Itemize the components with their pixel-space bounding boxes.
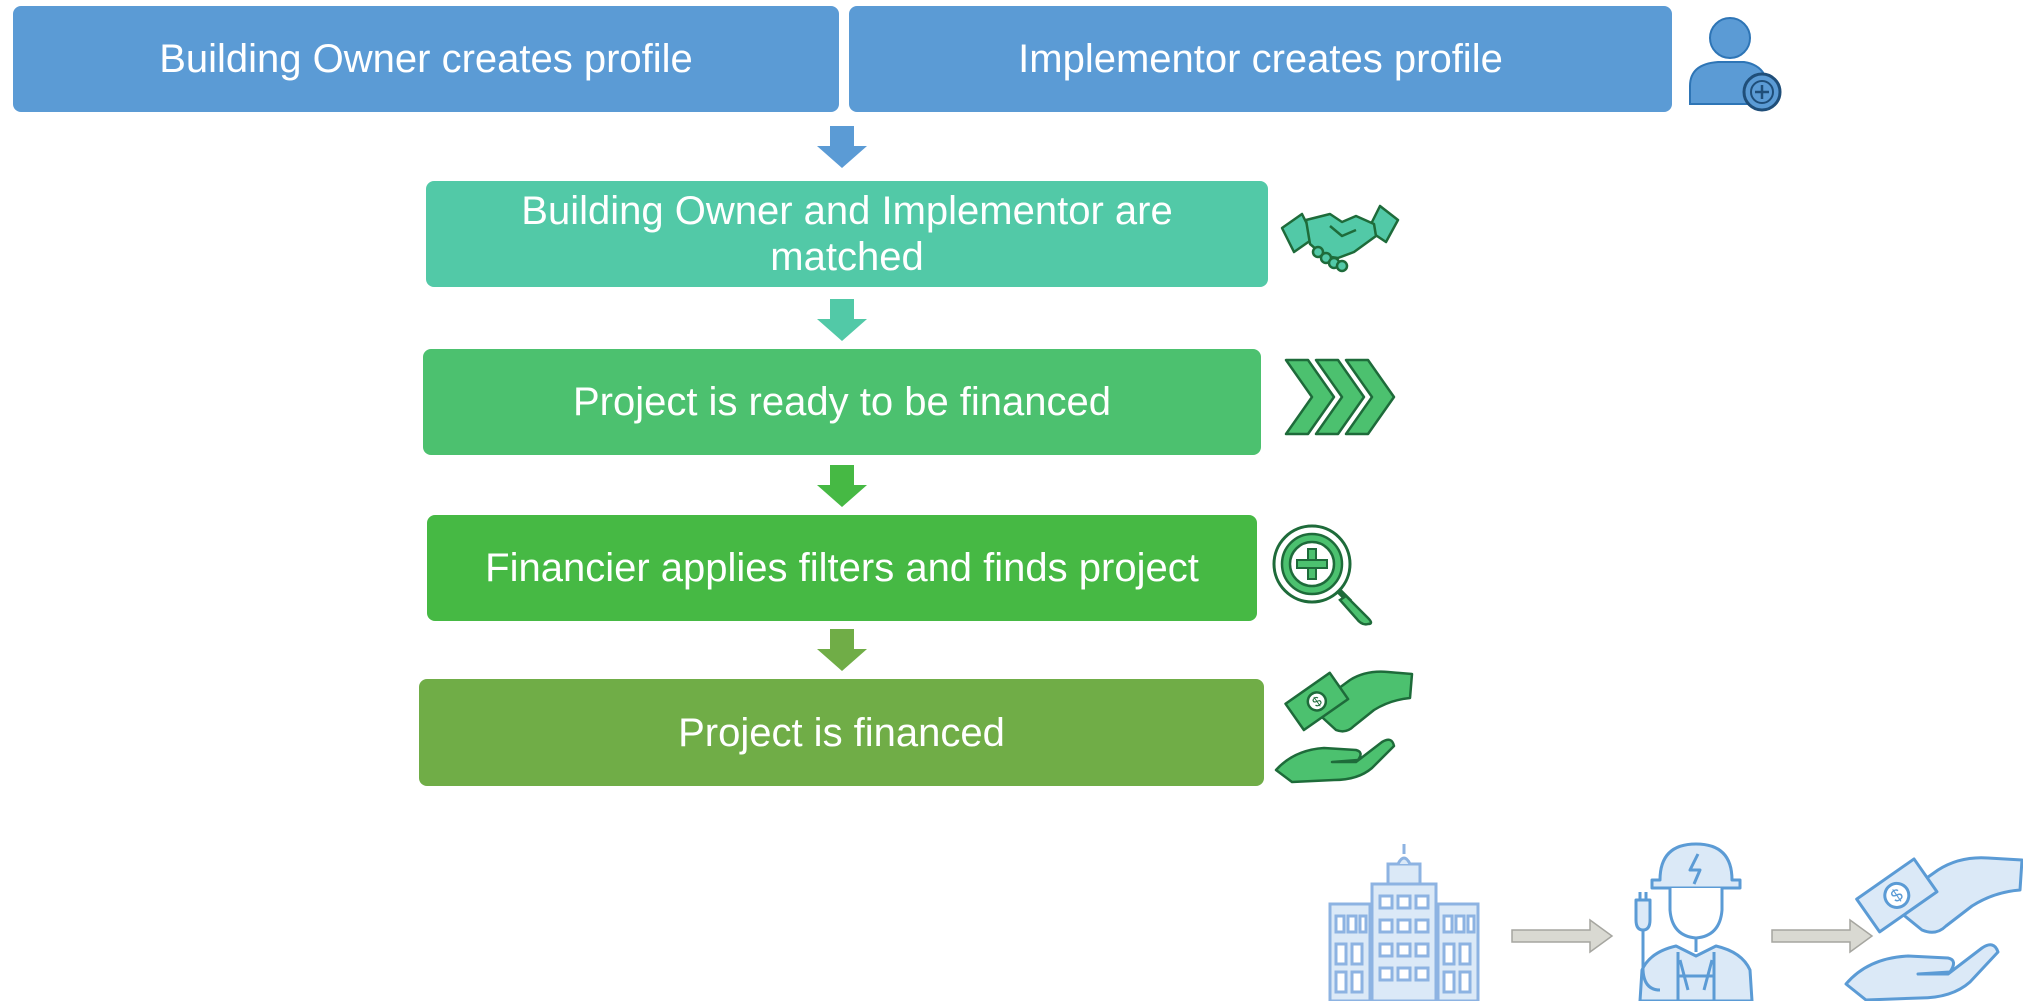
flow-arrow-1 <box>817 126 867 168</box>
mini-flow-arrow-2 <box>1771 918 1874 954</box>
add-user-icon <box>1689 17 1782 112</box>
handshake-icon <box>1280 204 1400 273</box>
flow-arrow-2 <box>817 299 867 341</box>
flow-arrow-4 <box>817 629 867 671</box>
step-ready-to-be-financed: Project is ready to be financed <box>423 349 1261 455</box>
step-implementor-creates-profile-label: Implementor creates profile <box>1018 37 1503 81</box>
step-financed-label: Project is financed <box>678 710 1005 755</box>
step-matched-label: Building Owner and Implementor are match… <box>521 189 1173 279</box>
money-hand-icon-small: $ <box>1844 856 2023 1001</box>
flow-arrow-3 <box>817 465 867 507</box>
building-icon <box>1328 844 1480 1001</box>
step-owner-creates-profile: Building Owner creates profile <box>13 6 839 112</box>
step-project-financed: Project is financed <box>419 679 1264 786</box>
step-implementor-creates-profile: Implementor creates profile <box>849 6 1672 112</box>
worker-icon <box>1634 842 1754 1001</box>
step-financier-applies-filters: Financier applies filters and finds proj… <box>427 515 1257 621</box>
step-matched: Building Owner and Implementor are match… <box>426 181 1268 287</box>
mini-flow-arrow-1 <box>1511 918 1614 954</box>
chevrons-icon <box>1284 358 1396 436</box>
step-ready-label: Project is ready to be financed <box>572 380 1112 424</box>
magnifier-plus-icon <box>1272 524 1373 626</box>
money-hand-icon: $ <box>1274 670 1414 784</box>
step-owner-creates-profile-label: Building Owner creates profile <box>159 37 693 81</box>
step-filters-label: Financier applies filters and finds proj… <box>485 546 1199 590</box>
